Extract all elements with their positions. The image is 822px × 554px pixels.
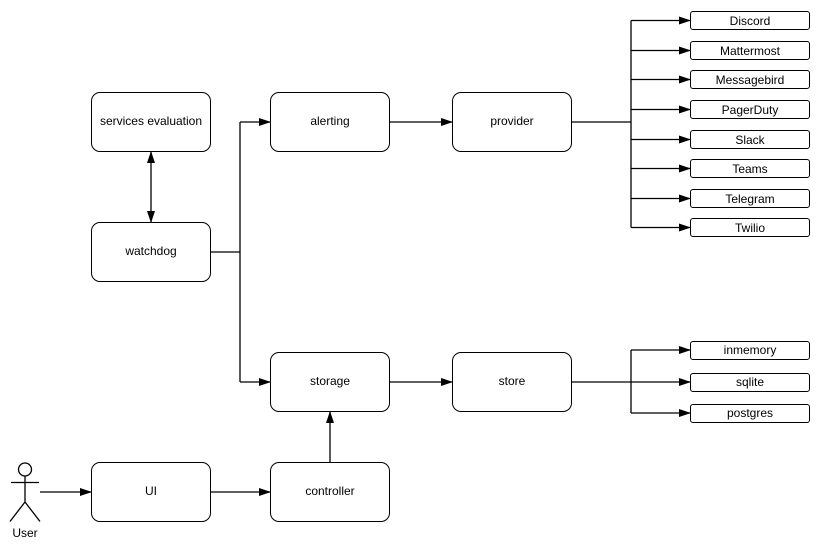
node-alerting: alerting — [270, 92, 390, 152]
node-storage: storage — [270, 352, 390, 412]
node-store: store — [452, 352, 572, 412]
user-actor-icon — [9, 462, 41, 522]
node-provider-slack: Slack — [690, 130, 810, 149]
node-provider-twilio: Twilio — [690, 218, 810, 237]
edge-store-spine — [572, 350, 632, 413]
node-services-evaluation: services evaluation — [91, 92, 211, 152]
edge-watchdog-trunk — [211, 122, 241, 382]
node-provider-telegram: Telegram — [690, 189, 810, 208]
node-ui: UI — [91, 462, 211, 522]
node-watchdog: watchdog — [91, 222, 211, 282]
node-controller: controller — [270, 462, 390, 522]
node-provider-teams: Teams — [690, 159, 810, 178]
node-provider: provider — [452, 92, 572, 152]
node-store-postgres: postgres — [690, 403, 810, 423]
node-store-sqlite: sqlite — [690, 372, 810, 392]
edge-provider-spine — [572, 20, 632, 228]
user-actor-label: User — [12, 526, 38, 540]
node-provider-discord: Discord — [690, 11, 810, 30]
node-provider-mattermost: Mattermost — [690, 41, 810, 60]
node-store-inmemory: inmemory — [690, 340, 810, 360]
node-provider-pagerduty: PagerDuty — [690, 100, 810, 119]
node-provider-messagebird: Messagebird — [690, 70, 810, 89]
